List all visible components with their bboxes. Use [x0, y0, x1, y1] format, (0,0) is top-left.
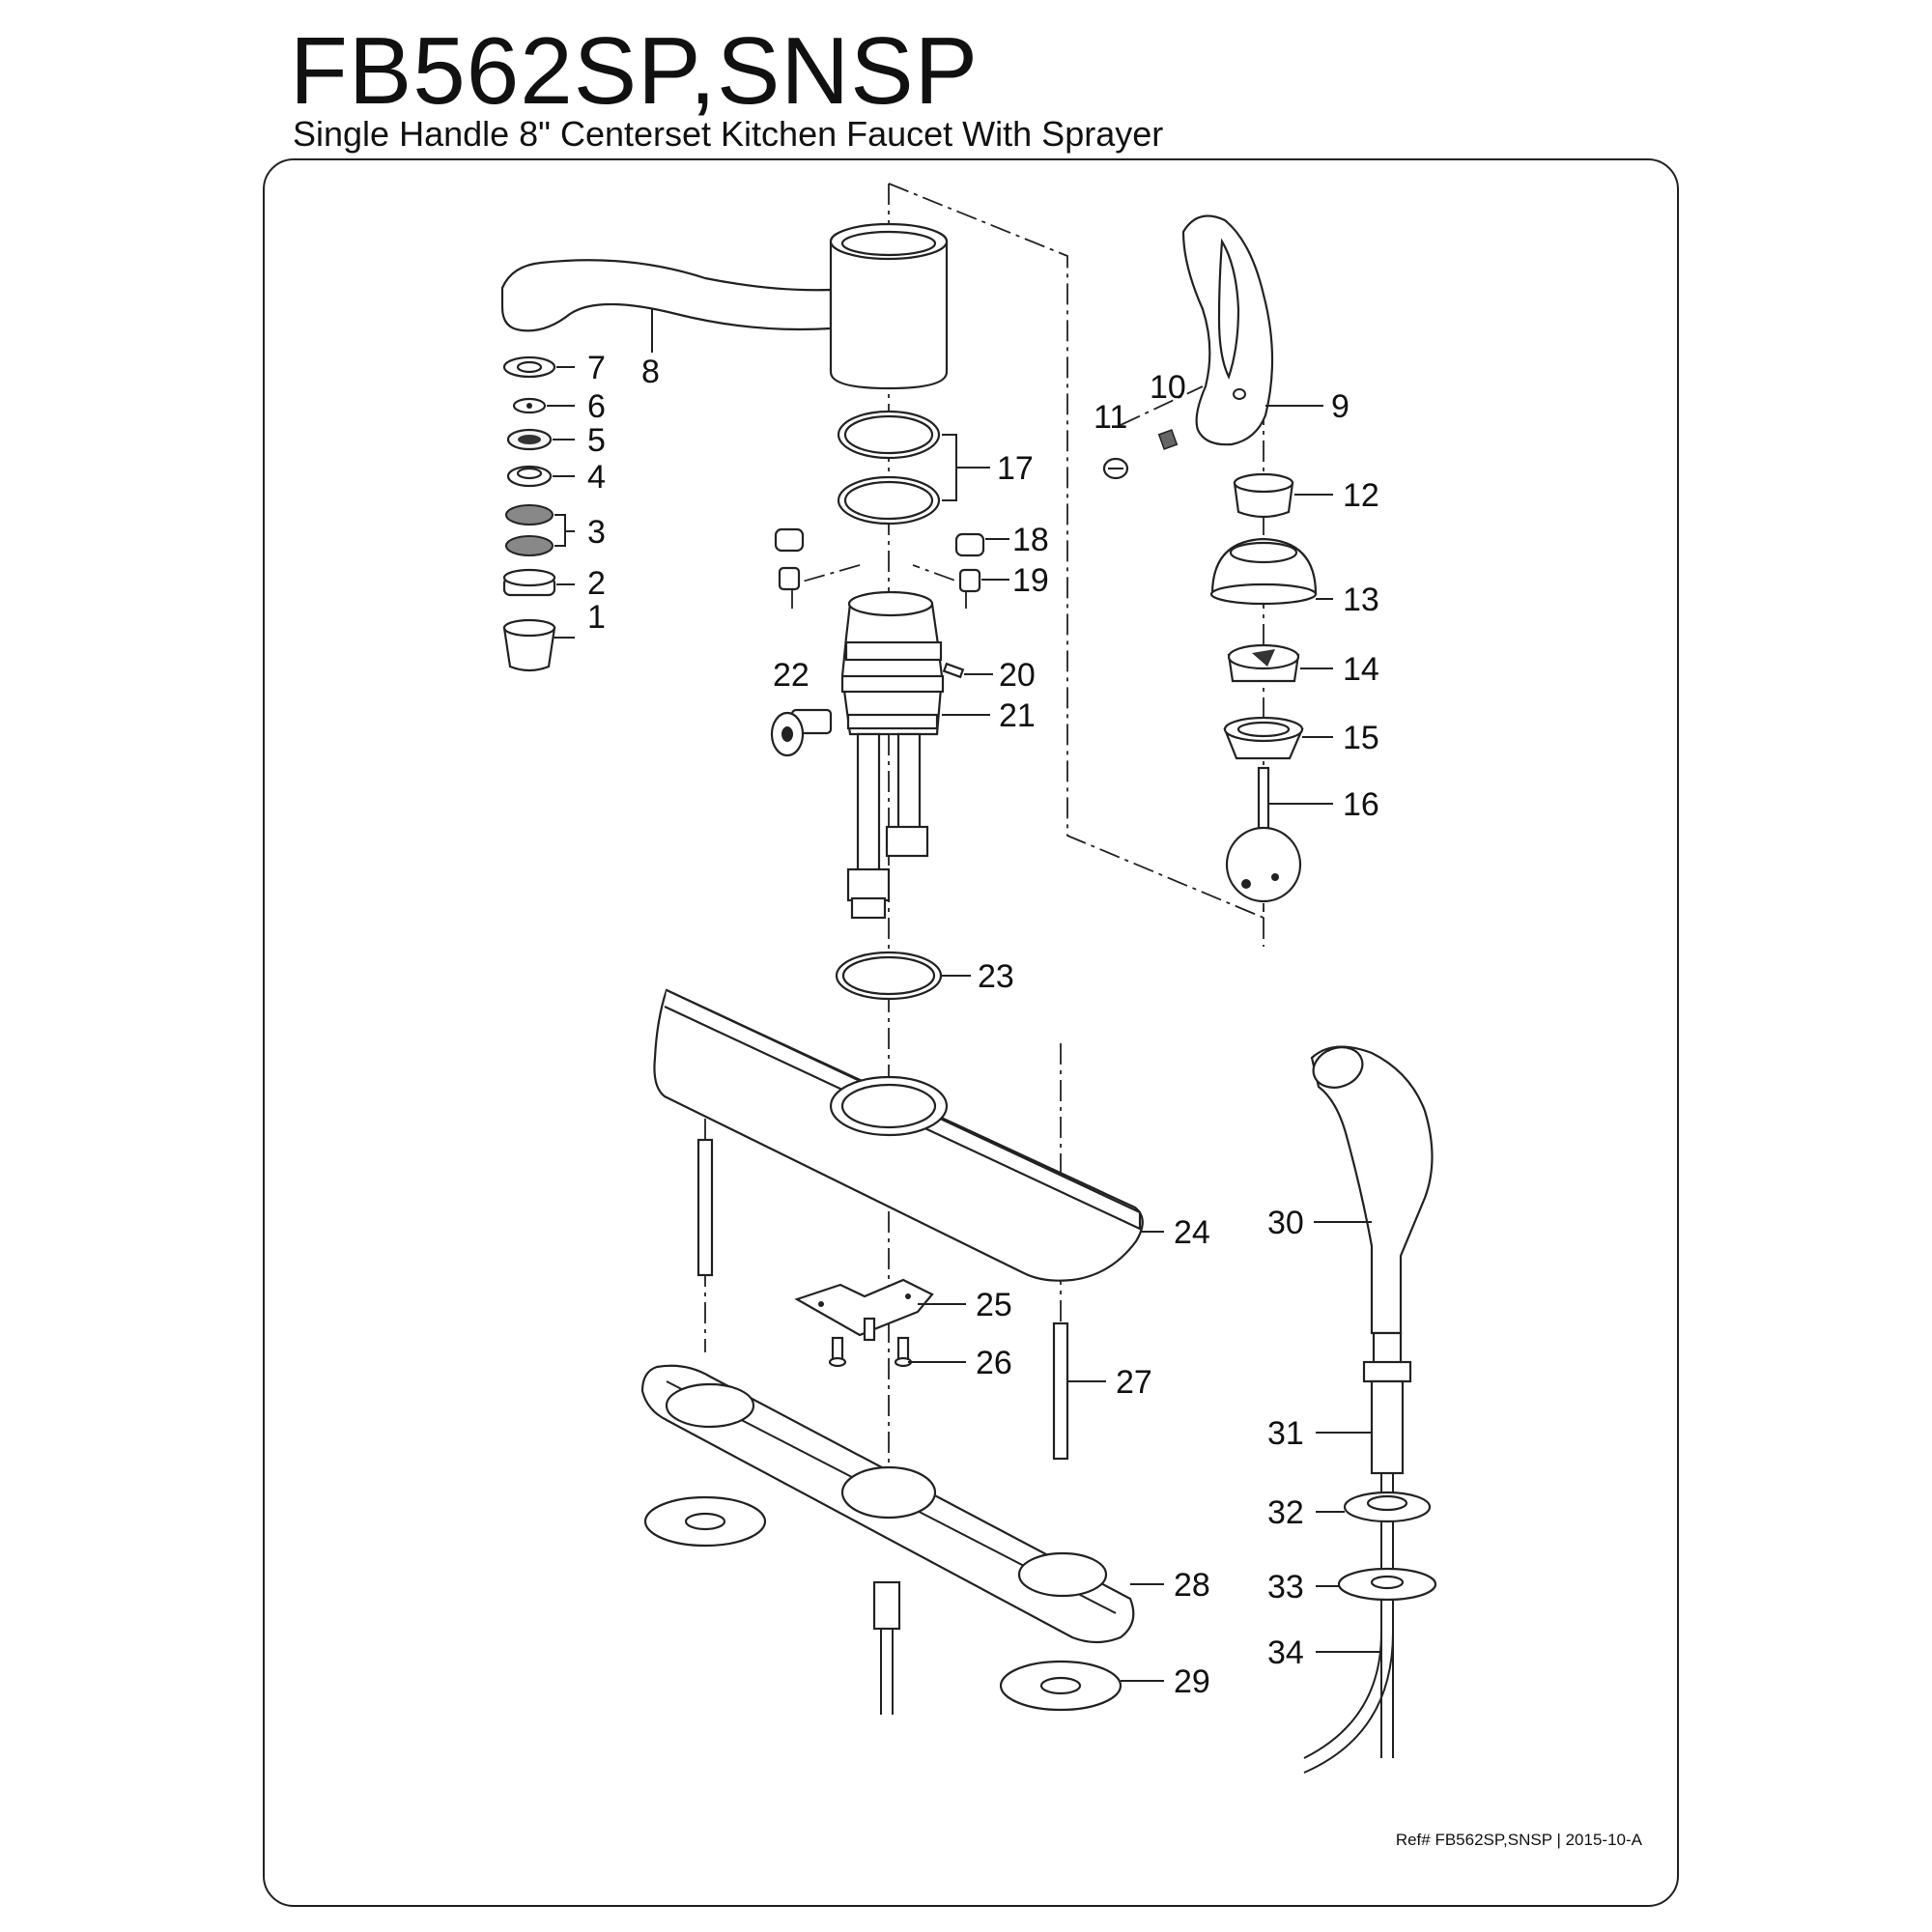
- callout-leaders: [547, 366, 1381, 1682]
- part-3-mesh-lower: [505, 535, 554, 556]
- callout-8: 8: [641, 354, 660, 390]
- aerator-parts: [502, 355, 556, 672]
- callout-28: 28: [1174, 1567, 1210, 1604]
- bracket-screws-25-26: [794, 1278, 934, 1368]
- callout-6: 6: [587, 388, 606, 425]
- model-title: FB562SP,SNSP: [290, 17, 979, 124]
- callout-30: 30: [1267, 1205, 1304, 1241]
- supply-hose: [872, 1580, 901, 1715]
- callout-4: 4: [587, 459, 606, 496]
- callout-17: 17: [997, 450, 1034, 487]
- callout-13: 13: [1343, 582, 1379, 618]
- callout-32: 32: [1267, 1494, 1304, 1531]
- callout-25: 25: [976, 1287, 1012, 1323]
- callout-29: 29: [1174, 1663, 1210, 1700]
- valve-body-part-21: [770, 590, 965, 920]
- callout-33: 33: [1267, 1569, 1304, 1605]
- callout-16: 16: [1343, 786, 1379, 823]
- base-gasket-part-28: [640, 1364, 1135, 1644]
- diagram-frame: [263, 158, 1679, 1907]
- spout-part-8: [500, 222, 949, 390]
- callout-18: 18: [1012, 522, 1049, 558]
- callout-3: 3: [587, 514, 606, 551]
- callout-15: 15: [1343, 720, 1379, 756]
- handle-assembly: [1102, 214, 1318, 903]
- callout-14: 14: [1343, 651, 1379, 688]
- gasket-part-23: [835, 951, 943, 1001]
- o-rings-part-17: [837, 410, 957, 526]
- callout-10: 10: [1150, 369, 1186, 406]
- callout-9: 9: [1331, 388, 1350, 425]
- callout-31: 31: [1267, 1415, 1304, 1452]
- callout-12: 12: [1343, 477, 1379, 514]
- sprayer-assembly: [1303, 1045, 1437, 1774]
- callout-1: 1: [587, 599, 606, 636]
- callout-20: 20: [999, 657, 1036, 694]
- deck-plate-part-24: [653, 988, 1144, 1282]
- part-1-aerator-housing: [502, 626, 556, 672]
- callout-23: 23: [978, 958, 1014, 995]
- reference-code: Ref# FB562SP,SNSP | 2015-10-A: [1395, 1831, 1642, 1849]
- callout-21: 21: [999, 697, 1036, 734]
- callout-26: 26: [976, 1345, 1012, 1381]
- part-3-mesh-upper: [505, 504, 554, 526]
- callout-5: 5: [587, 422, 606, 459]
- product-description: Single Handle 8" Centerset Kitchen Fauce…: [293, 114, 1164, 154]
- callout-24: 24: [1174, 1214, 1210, 1251]
- callout-19: 19: [1012, 562, 1049, 599]
- callout-2: 2: [587, 565, 606, 602]
- callout-7: 7: [587, 350, 606, 386]
- callout-22: 22: [773, 657, 810, 694]
- seats-springs-18-19: [774, 527, 985, 593]
- callout-11: 11: [1094, 399, 1127, 436]
- callout-27: 27: [1116, 1364, 1152, 1401]
- mounting-nuts-part-29: [643, 1495, 1122, 1712]
- callout-numbers: 1 2 3 4 5 6 7 8 9 10 11 12 13 14 15 16 1…: [587, 350, 1379, 1700]
- callout-34: 34: [1267, 1634, 1304, 1671]
- studs-part-27: [696, 1138, 1069, 1461]
